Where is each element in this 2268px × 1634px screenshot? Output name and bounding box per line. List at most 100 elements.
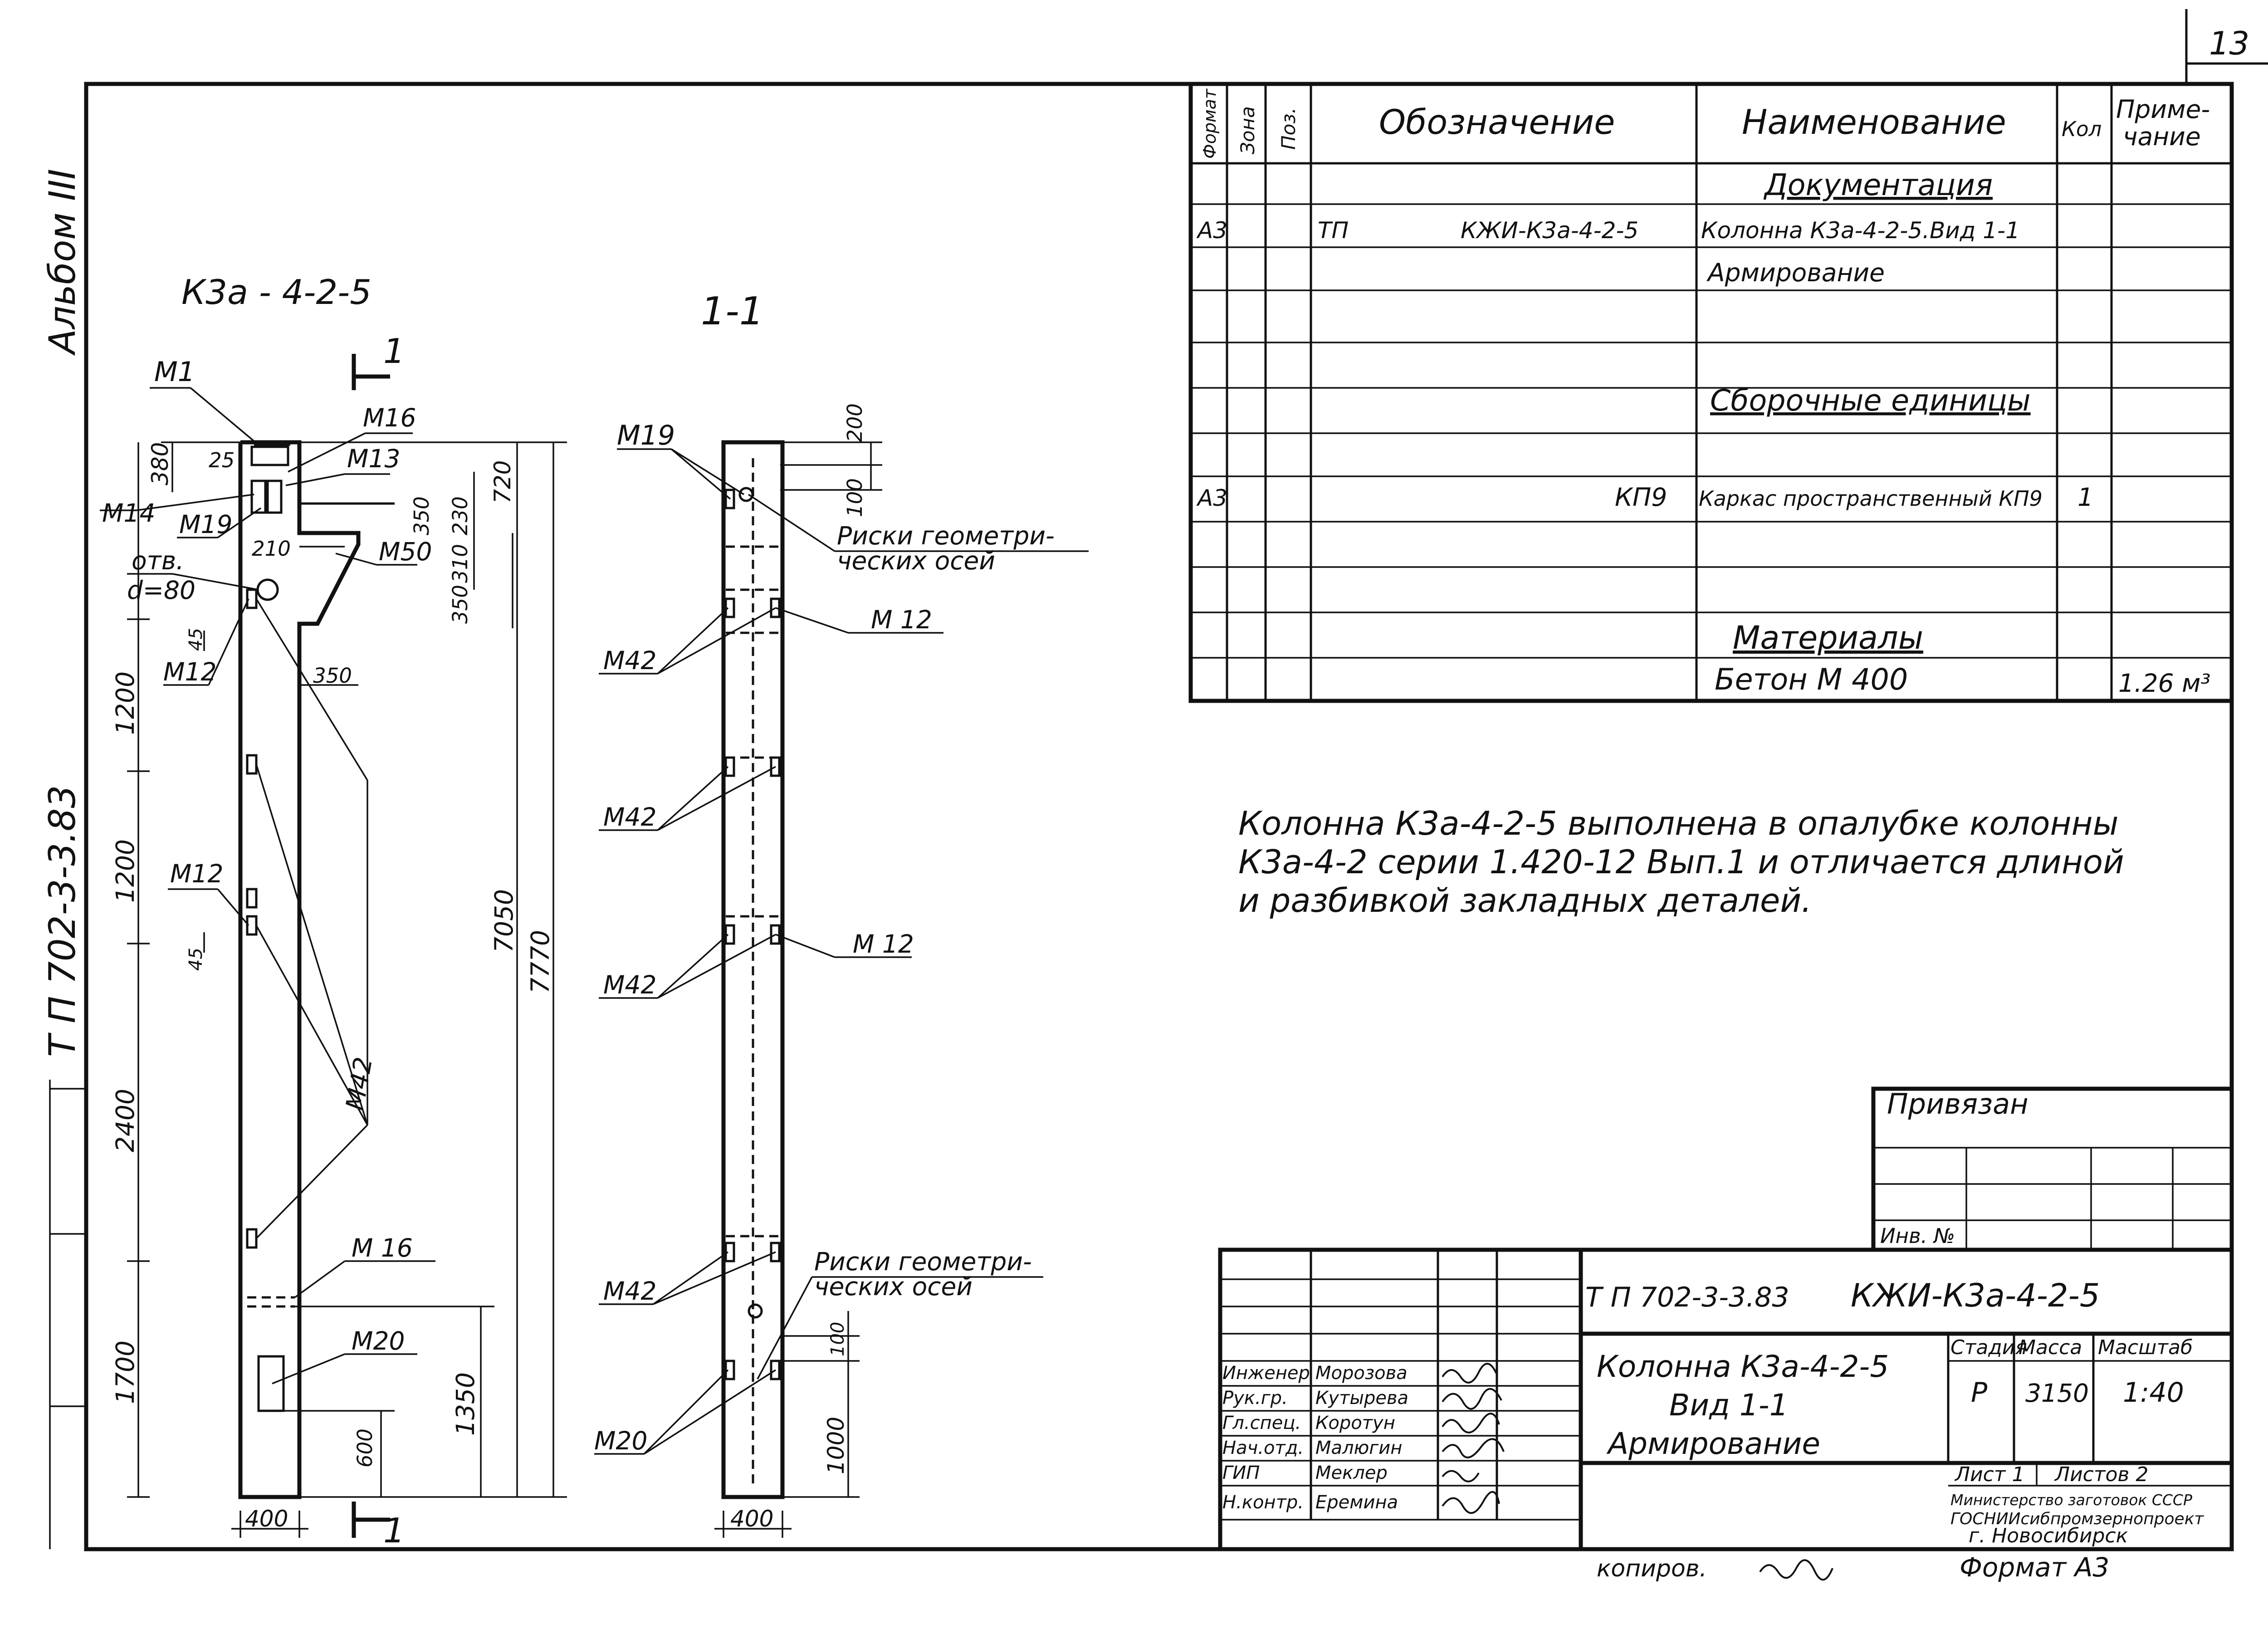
spec-kp-name: Каркас пространственный КП9	[1699, 486, 2043, 511]
spec-row-concrete: Бетон М 400	[1715, 663, 1908, 697]
binding-inv: Инв. №	[1880, 1224, 1955, 1248]
label-hole: отв.	[132, 546, 184, 575]
title-sheets: Листов 2	[2054, 1463, 2148, 1486]
label-m19: М19	[179, 510, 232, 539]
section-label-m20: М20	[594, 1426, 647, 1455]
spec-row-format: А3	[1196, 217, 1227, 244]
signature-2	[1442, 1388, 1502, 1410]
dim-7050: 7050	[489, 889, 518, 953]
dim-1200-upper: 1200	[111, 671, 140, 735]
dim-230: 230	[448, 496, 472, 535]
elevation-title: К3а - 4-2-5	[181, 272, 371, 312]
label-m13: М13	[347, 444, 400, 473]
elevation-dimensions	[127, 441, 567, 1538]
name-norm-control: Еремина	[1315, 1492, 1398, 1513]
page-number: 13	[2209, 25, 2249, 62]
title-scale-label: Масштаб	[2098, 1336, 2193, 1359]
section-label-m12-bottom: М 12	[853, 930, 914, 959]
section-dim-1000: 1000	[823, 1417, 849, 1474]
title-block	[1218, 1248, 2234, 1551]
label-m14: М14	[102, 499, 155, 528]
format-label: Формат А3	[1960, 1552, 2109, 1583]
spec-kp-code: КП9	[1615, 483, 1667, 512]
dim-720: 720	[489, 460, 516, 504]
spec-kp-format: А3	[1196, 485, 1227, 511]
dim-400-elevation: 400	[245, 1506, 288, 1532]
section-label-risks-top-a: Риски геометри-	[837, 521, 1055, 550]
title-name-line-1: Колонна К3а-4-2-5	[1597, 1349, 1889, 1384]
title-org-line-3: г. Новосибирск	[1969, 1524, 2128, 1547]
role-engineer: Инженер	[1222, 1363, 1310, 1384]
spec-header-qty: Кол	[2062, 117, 2102, 141]
section-dim-100-top: 100	[843, 478, 867, 517]
name-gip: Меклер	[1315, 1463, 1388, 1483]
spec-section-documentation: Документация	[1763, 168, 1993, 202]
title-stage: Р	[1971, 1377, 1988, 1409]
title-sheet: Лист 1	[1954, 1463, 2024, 1486]
label-hole-diameter: d=80	[127, 576, 196, 605]
title-mass: 3150	[2025, 1379, 2089, 1408]
dim-45-mid: 45	[186, 948, 206, 971]
spec-section-materials: Материалы	[1733, 619, 1923, 656]
sheet-frame	[84, 9, 2268, 1551]
label-m12-top: М12	[163, 657, 216, 686]
section-dimensions	[714, 441, 882, 1538]
section-dim-400: 400	[730, 1506, 773, 1532]
dim-350-top: 350	[410, 496, 434, 535]
name-dept-head: Малюгин	[1315, 1438, 1402, 1458]
dim-1700: 1700	[111, 1340, 140, 1404]
section-mark-top: 1	[383, 331, 405, 371]
title-name-line-2: Вид 1-1	[1669, 1388, 1789, 1423]
label-m16-top: М16	[363, 403, 416, 432]
title-name-line-3: Армирование	[1606, 1426, 1820, 1461]
section-label-risks-bottom-b: ческих осей	[814, 1272, 973, 1301]
role-dept-head: Нач.отд.	[1222, 1438, 1304, 1458]
spec-section-assembly: Сборочные единицы	[1710, 384, 2031, 418]
hole-marker	[256, 578, 279, 601]
spec-header-format: Формат	[1200, 88, 1220, 159]
series-label: Т П 702-3-3.83	[41, 785, 83, 1057]
role-group-lead: Рук.гр.	[1222, 1388, 1288, 1409]
label-m50: М50	[379, 537, 432, 566]
label-m16-bottom: М 16	[352, 1233, 413, 1262]
dim-210: 210	[252, 537, 291, 561]
signature-6	[1442, 1491, 1500, 1514]
label-m20: М20	[352, 1326, 405, 1355]
spec-row-name: Колонна К3а-4-2-5.Вид 1-1	[1701, 217, 2020, 244]
spec-header-note-a: Приме-	[2116, 95, 2210, 124]
spec-row-armirovanie: Армирование	[1706, 258, 1885, 287]
dim-350-mid: 350	[448, 585, 472, 624]
spec-row-concrete-note: 1.26 м³	[2118, 669, 2210, 698]
dim-7770: 7770	[526, 930, 555, 993]
dim-1350: 1350	[451, 1372, 480, 1436]
section-label-m19: М19	[617, 420, 675, 451]
dim-25: 25	[209, 448, 235, 472]
dim-45-top: 45	[186, 628, 206, 651]
dim-350-horizontal: 350	[313, 664, 352, 688]
title-code: Т П 702-3-3.83	[1585, 1282, 1789, 1313]
column-section	[721, 440, 785, 1499]
section-label-m42-b: М42	[603, 802, 656, 832]
role-gip: ГИП	[1222, 1463, 1260, 1483]
dim-1200-lower: 1200	[111, 839, 140, 903]
section-label-m42-d: М42	[603, 1277, 656, 1306]
note-line-2: К3а-4-2 серии 1.420-12 Вып.1 и отличаетс…	[1238, 843, 2124, 881]
title-scale: 1:40	[2123, 1377, 2184, 1409]
spec-header-pos: Поз.	[1277, 108, 1300, 150]
signature-4	[1442, 1438, 1505, 1458]
axis-marker-bottom	[748, 1303, 763, 1319]
elevation-leaders	[100, 387, 435, 1384]
axis-marker-top	[738, 487, 754, 502]
spec-kp-qty: 1	[2077, 483, 2093, 512]
album-label: Альбом III	[41, 169, 83, 356]
signatures	[1442, 1363, 1505, 1514]
section-dim-200: 200	[843, 403, 867, 442]
binding-block	[1871, 1086, 2234, 1252]
column-elevation	[238, 354, 395, 1538]
note-line-3: и разбивкой закладных деталей.	[1238, 881, 1812, 920]
label-m42: М42	[340, 1055, 378, 1112]
name-engineer: Морозова	[1315, 1363, 1408, 1384]
title-roles: Инженер Морозова Рук.гр. Кутырева Гл.спе…	[1222, 1363, 1408, 1513]
signature-5	[1442, 1470, 1480, 1482]
title-org-line-2: ГОСНИИсибпромзернопроект	[1950, 1510, 2204, 1528]
